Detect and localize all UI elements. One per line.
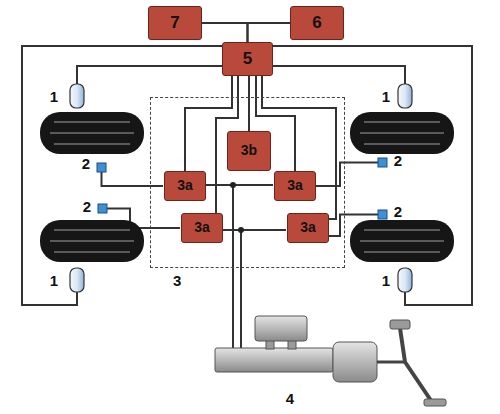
- master-cylinder: [215, 316, 446, 406]
- brake-line: [102, 172, 164, 186]
- callout-number: 2: [82, 156, 90, 171]
- callout-number: 4: [286, 391, 294, 406]
- part-number: 3a: [300, 220, 316, 235]
- callout-number: 1: [50, 273, 58, 288]
- wheel-brake-symbol: [97, 163, 106, 172]
- callout-number: 1: [382, 89, 390, 104]
- wheel-brake-symbol: [378, 158, 387, 167]
- wheel-brake-symbol: [98, 204, 107, 213]
- junction-dot: [230, 182, 236, 188]
- valve-box: 3a: [274, 171, 316, 201]
- pump-box: 3b: [227, 131, 271, 171]
- control-unit-box: 5: [222, 42, 273, 76]
- valve-box: 3a: [287, 213, 329, 243]
- callout-number: 2: [394, 204, 402, 219]
- sensor-wires: [22, 46, 472, 305]
- valve-box: 3a: [181, 213, 223, 243]
- tire: [350, 220, 454, 262]
- callout-number: 2: [83, 199, 91, 214]
- signal-line: [248, 23, 291, 42]
- part-number: 6: [312, 14, 321, 33]
- junction-dot: [238, 227, 244, 233]
- sensor-wire: [273, 66, 405, 84]
- part-number: 5: [243, 50, 252, 69]
- sensor-wire: [273, 46, 472, 305]
- part-number: 7: [170, 14, 179, 33]
- callout-number: 2: [394, 153, 402, 168]
- tire: [40, 112, 144, 154]
- part-number: 3a: [177, 178, 193, 193]
- brake-line: [315, 163, 378, 187]
- signal-line: [185, 76, 232, 171]
- part-number: 3b: [241, 143, 257, 158]
- tire: [40, 220, 144, 262]
- part-number: 3a: [287, 178, 303, 193]
- tire: [350, 112, 454, 154]
- sensor-wire: [22, 46, 222, 305]
- part-number: 3a: [194, 220, 210, 235]
- unit-box: 7: [148, 6, 202, 40]
- wheel-speed-sensor: [398, 84, 412, 108]
- group-number: 3: [173, 273, 181, 290]
- wheel-brake-symbol: [378, 210, 387, 219]
- callout-number: 1: [382, 273, 390, 288]
- signal-line: [202, 23, 248, 42]
- signal-line: [248, 76, 250, 131]
- hydraulic-unit-group: 33b3a3a3a3a: [150, 97, 345, 268]
- sensor-wire: [77, 66, 222, 84]
- wheel-speed-sensor: [70, 84, 84, 108]
- valve-box: 3a: [164, 171, 206, 201]
- callout-number: 1: [50, 89, 58, 104]
- wheel-speed-sensor: [70, 268, 84, 292]
- unit-box: 6: [290, 6, 344, 40]
- wheel-speed-sensor: [398, 268, 412, 292]
